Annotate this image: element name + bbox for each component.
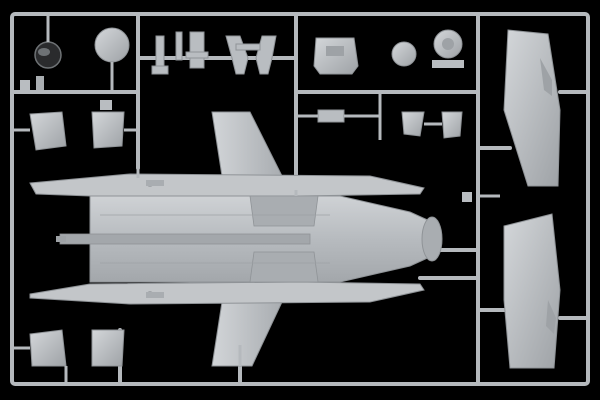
- nose-halves: [462, 29, 561, 369]
- small-parts-top-right: [296, 29, 464, 140]
- small-parts-bottom-left: [12, 329, 125, 384]
- small-parts-top-left: [12, 14, 138, 151]
- small-parts-top-middle: [151, 31, 277, 75]
- fuselage-assembly: [29, 111, 443, 367]
- sprue-frame: [10, 12, 590, 386]
